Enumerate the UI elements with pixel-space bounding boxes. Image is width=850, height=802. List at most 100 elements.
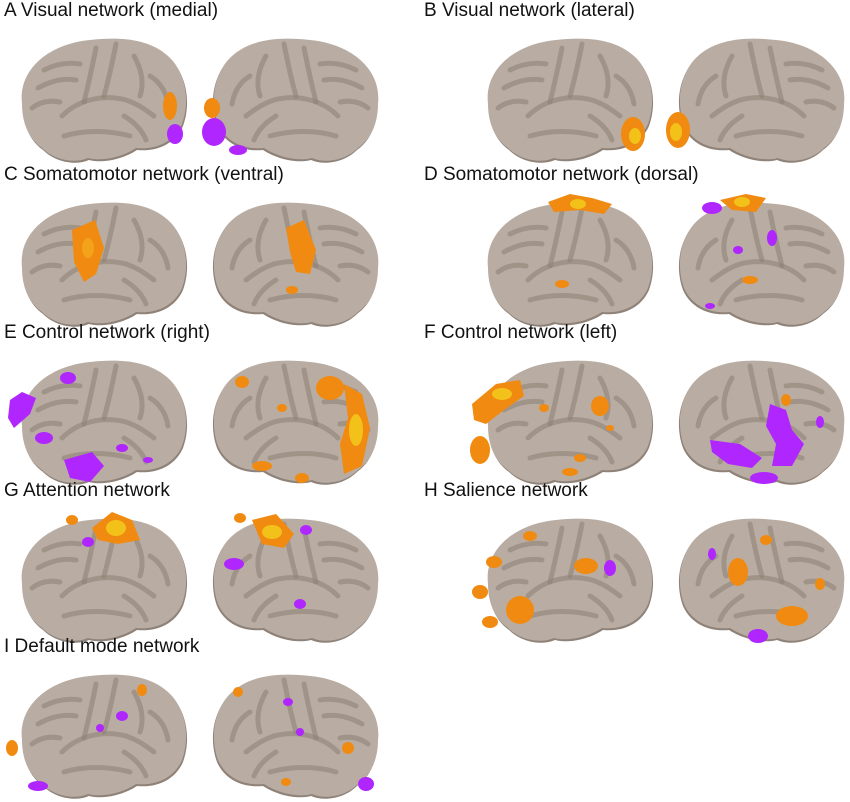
sulcus — [121, 113, 149, 143]
left-hemisphere-lateral — [487, 202, 654, 327]
brain-views — [21, 38, 379, 163]
activation-overlay — [6, 684, 374, 791]
activation-overlay — [472, 531, 825, 643]
sulcus — [709, 259, 807, 283]
activation-blob — [472, 380, 524, 424]
sulcus — [501, 76, 545, 91]
sulcus — [267, 765, 339, 775]
sulcus — [747, 363, 765, 421]
activation-blob — [733, 246, 743, 254]
activation-blob — [506, 596, 534, 624]
sulcus — [783, 60, 825, 73]
sulcus — [41, 224, 83, 237]
sulcus — [525, 575, 623, 599]
activation-overlay — [163, 92, 247, 155]
sulcus — [61, 451, 133, 461]
panel-i: I Default mode network — [0, 636, 420, 799]
brain-pair — [420, 506, 850, 646]
sulcus — [733, 293, 805, 303]
sulcus — [81, 45, 99, 105]
sulcus — [507, 540, 549, 553]
sulcus — [527, 293, 599, 303]
sulcus — [495, 98, 529, 111]
sulcus — [547, 45, 565, 105]
activation-blob — [555, 280, 569, 288]
activation-blob — [816, 416, 824, 428]
sulcus — [121, 749, 149, 779]
sulcus — [229, 709, 253, 743]
sulcus — [717, 277, 745, 307]
activation-blob — [776, 606, 808, 626]
activation-blob — [766, 404, 804, 466]
sulcus — [101, 677, 119, 735]
sulcus — [61, 129, 133, 139]
activation-blob — [82, 537, 94, 547]
sulcus — [527, 451, 599, 461]
activation-blob — [728, 558, 748, 586]
sulcus — [783, 224, 825, 237]
sulcus — [695, 73, 719, 107]
left-hemisphere-lateral — [487, 38, 654, 163]
sulcus — [321, 712, 365, 727]
brain-pair — [0, 506, 420, 646]
activation-overlay — [621, 112, 690, 151]
activation-blob — [281, 778, 291, 786]
sulcus — [281, 363, 299, 421]
sulcus — [525, 259, 623, 283]
panel-h: H Salience network — [420, 480, 845, 643]
sulcus — [321, 556, 365, 571]
activation-blob — [300, 525, 312, 535]
sulcus — [251, 113, 279, 143]
activation-blob — [734, 197, 750, 207]
sulcus — [507, 224, 549, 237]
sulcus — [229, 73, 253, 107]
panel-title: F Control network (left) — [424, 322, 618, 343]
brain-views — [487, 194, 845, 327]
activation-blob — [163, 92, 177, 120]
activation-blob — [8, 392, 36, 428]
sulcus — [717, 113, 745, 143]
sulcus — [29, 262, 63, 275]
panel-c: C Somatomotor network (ventral) — [0, 164, 420, 327]
sulcus — [501, 398, 545, 413]
activation-blob — [492, 388, 512, 400]
sulcus — [35, 76, 79, 91]
activation-overlay — [470, 380, 824, 484]
sulcus — [317, 696, 359, 709]
activation-blob — [781, 394, 791, 406]
activation-blob — [342, 742, 354, 754]
sulcus — [525, 95, 623, 119]
activation-blob — [60, 372, 76, 384]
activation-blob — [277, 404, 287, 412]
brain-pair — [0, 348, 420, 488]
activation-blob — [760, 535, 772, 545]
activation-blob — [262, 525, 282, 539]
right-hemisphere-lateral — [212, 360, 379, 485]
sulcus — [783, 382, 825, 395]
sulcus — [501, 556, 545, 571]
sulcus — [787, 76, 831, 91]
sulcus — [547, 367, 565, 427]
sulcus — [243, 259, 341, 283]
sulcus — [597, 217, 611, 263]
sulcus — [597, 375, 611, 421]
activation-blob — [562, 468, 578, 476]
activation-blob — [6, 740, 18, 756]
activation-blob — [486, 556, 502, 568]
brain-pair — [420, 348, 850, 488]
activation-blob — [482, 616, 498, 628]
sulcus — [61, 765, 133, 775]
sulcus — [495, 420, 529, 433]
brain-views — [487, 38, 845, 163]
sulcus — [587, 593, 615, 623]
sulcus — [35, 712, 79, 727]
sulcus — [695, 395, 719, 429]
activation-blob — [116, 711, 128, 721]
panel-title: C Somatomotor network (ventral) — [4, 164, 284, 185]
activation-blob — [202, 118, 226, 146]
panel-e: E Control network (right) — [0, 322, 420, 485]
activation-blob — [167, 124, 183, 144]
brain-views — [21, 202, 379, 327]
activation-overlay — [8, 372, 370, 483]
activation-blob — [294, 599, 306, 609]
